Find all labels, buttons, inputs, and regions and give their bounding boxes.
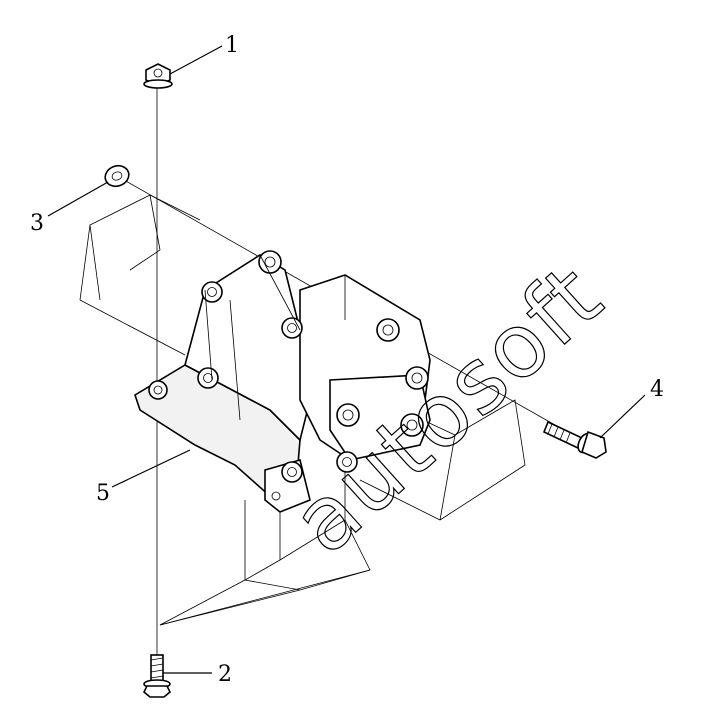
callout-2: 2 <box>218 662 232 687</box>
callout-1: 1 <box>225 33 239 58</box>
nut-part-1 <box>143 63 173 89</box>
leader-lines <box>47 45 646 674</box>
callout-4: 4 <box>650 377 664 402</box>
callout-3: 3 <box>30 211 44 236</box>
callout-labels: 1 2 3 4 5 <box>30 33 664 687</box>
reference-block-left <box>79 194 201 356</box>
bolt-part-4 <box>542 420 607 459</box>
bolt-part-2 <box>143 654 171 698</box>
mounting-bracket <box>134 250 431 513</box>
callout-5: 5 <box>96 481 110 506</box>
washer-nut-part-3 <box>104 164 130 188</box>
